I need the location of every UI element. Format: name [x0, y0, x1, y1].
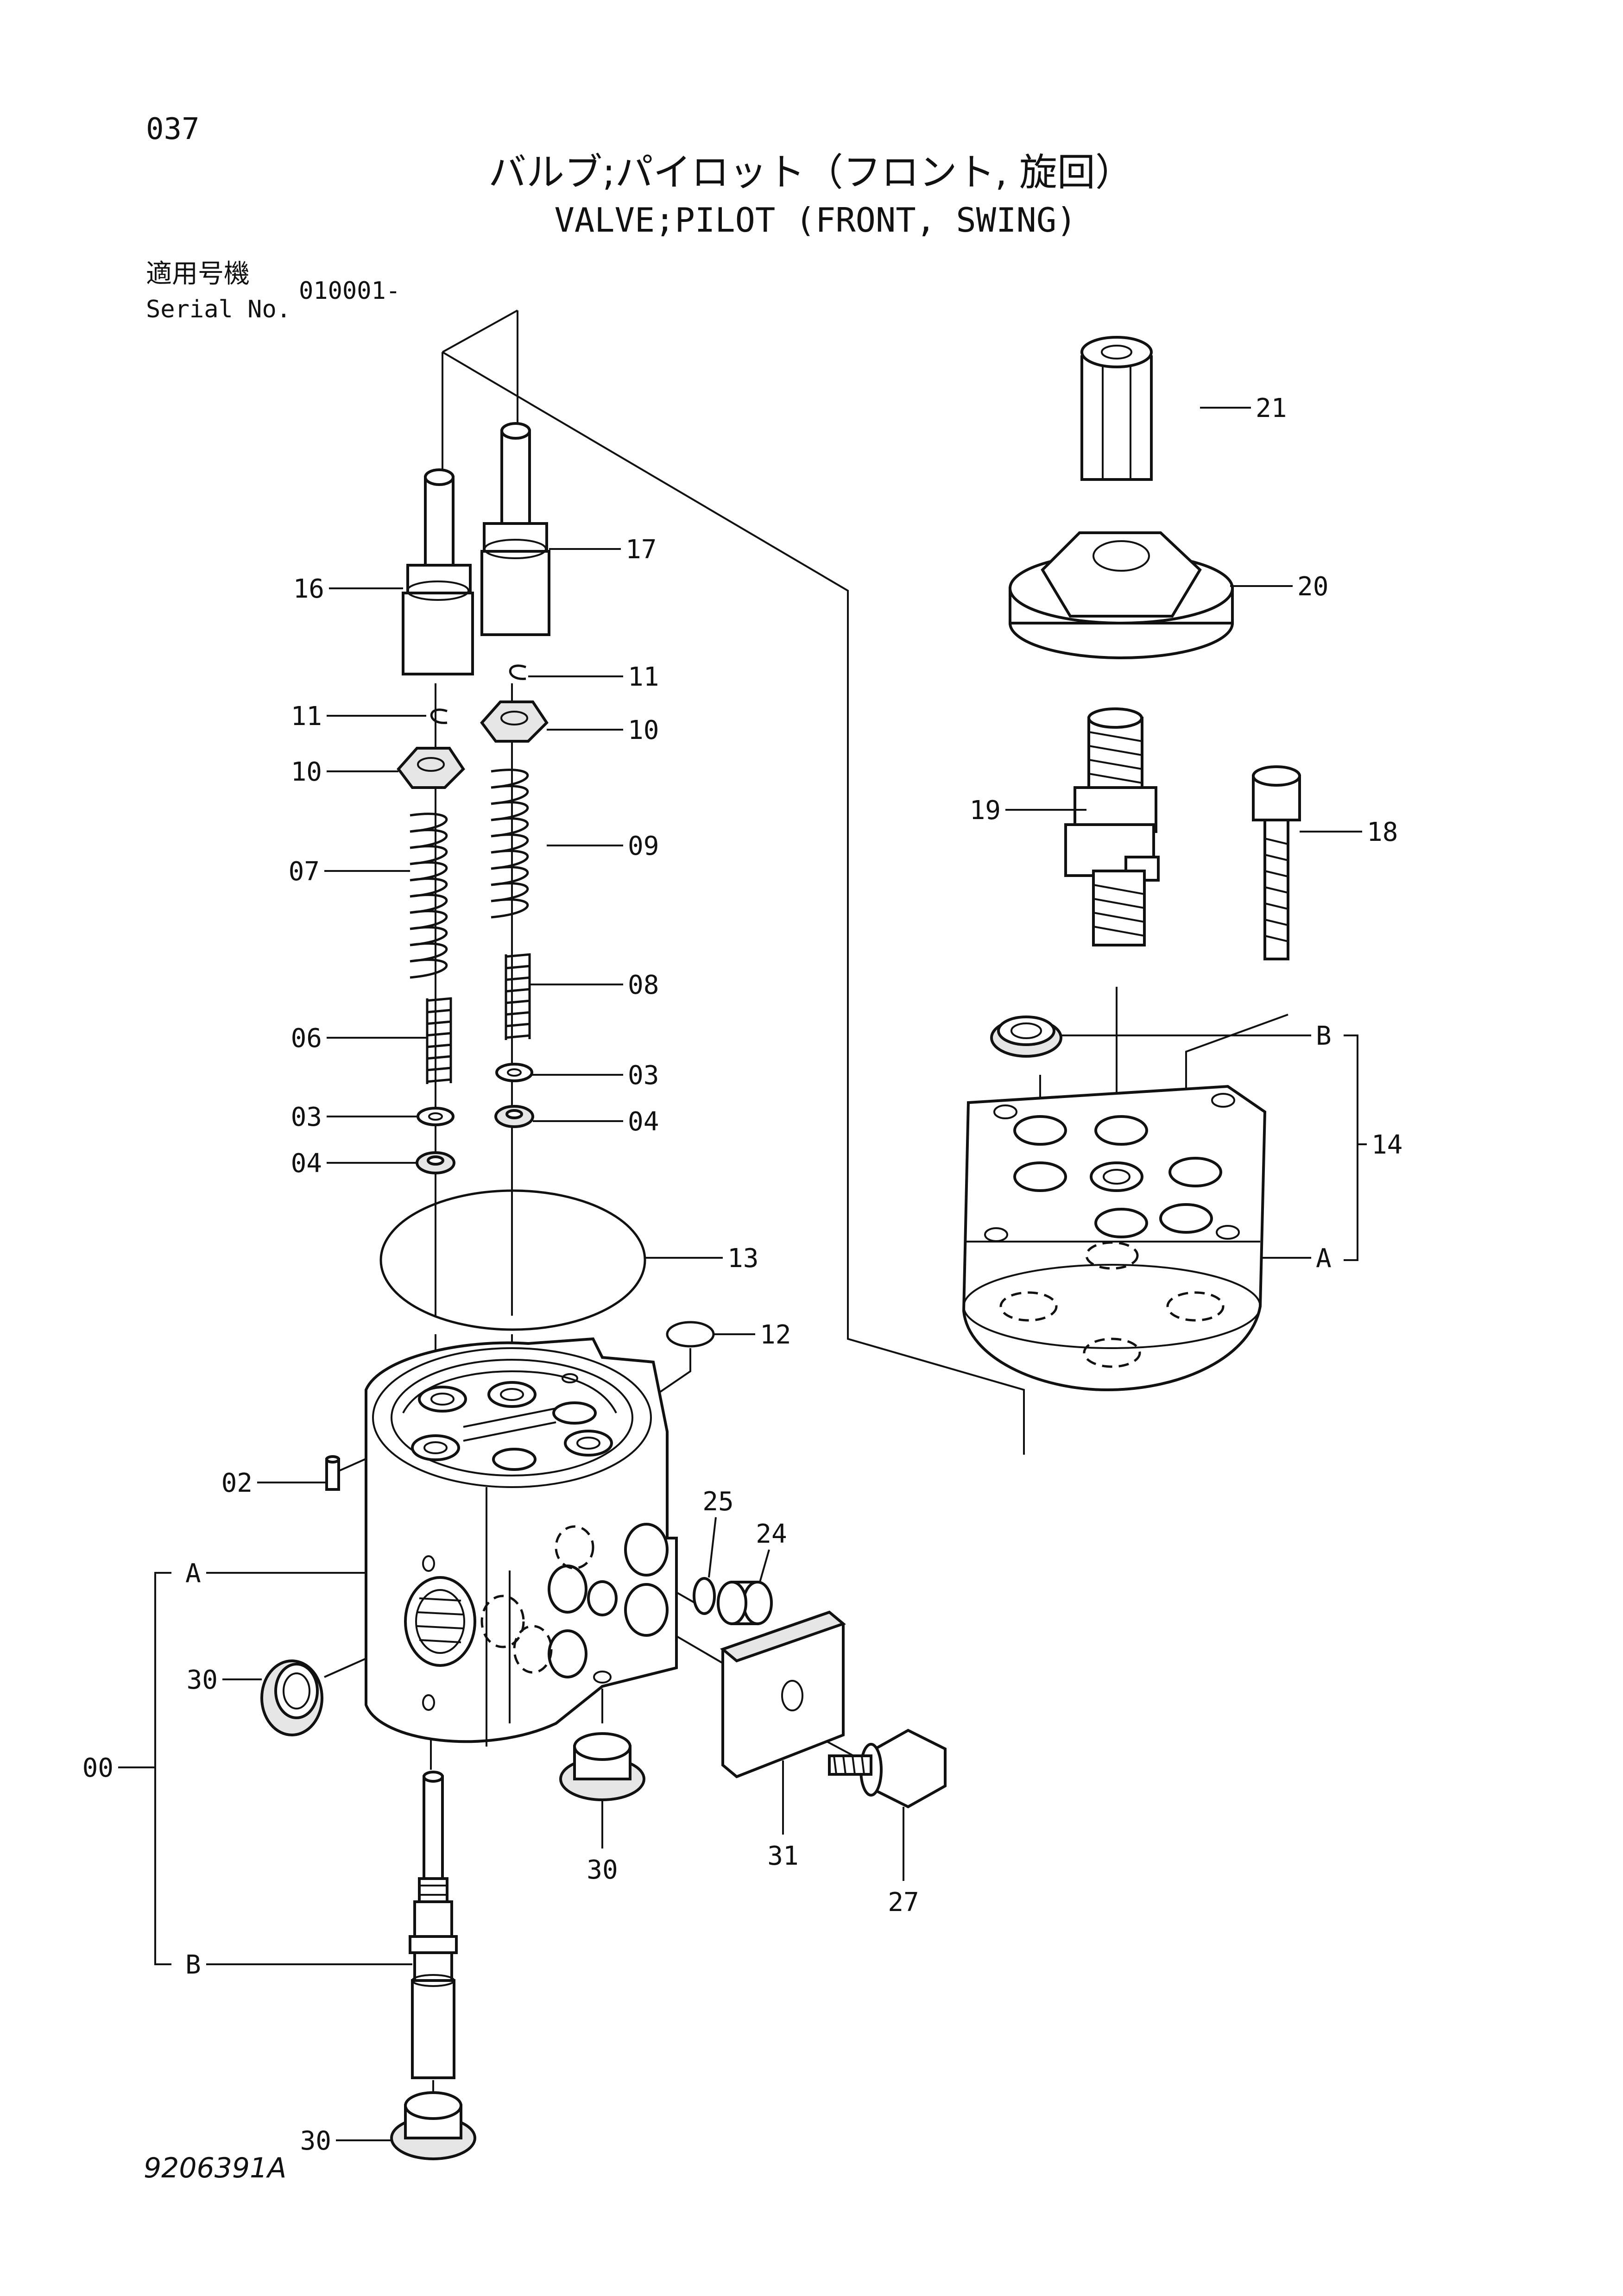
bracket-00: [154, 1572, 171, 1965]
part-spool-b: [409, 1771, 458, 2079]
title-japanese: バルブ;パイロット（フロント, 旋回）: [488, 151, 1133, 195]
callout-31: 31: [767, 1841, 798, 1871]
part-20-flange-nut: [1009, 531, 1234, 659]
part-07-spring: [410, 813, 448, 979]
page-number: 037: [146, 112, 200, 146]
part-18-cap-screw: [1252, 765, 1301, 960]
part-30-plug-bottom: [390, 2091, 476, 2160]
part-30-plug-left: [260, 1659, 323, 1736]
callout-07: 07: [289, 857, 320, 887]
callout-a-left: A: [185, 1558, 201, 1589]
callout-03-left: 03: [291, 1102, 322, 1132]
part-02-pin: [325, 1455, 340, 1491]
part-27-flange-bolt: [828, 1728, 947, 1809]
part-03-washer-right: [495, 1063, 533, 1082]
part-08-inner-spring: [505, 953, 531, 1040]
part-11-snap-ring-left: [430, 708, 448, 724]
callout-06: 06: [291, 1023, 322, 1053]
part-31-cover-plate: [720, 1610, 846, 1779]
callout-02: 02: [221, 1468, 253, 1498]
callout-24: 24: [756, 1519, 787, 1549]
callout-11-left: 11: [291, 701, 322, 732]
callout-10-right: 10: [628, 715, 659, 745]
callout-04-right: 04: [628, 1107, 659, 1137]
part-17-plunger: [480, 422, 550, 636]
serial-value: 010001-: [299, 277, 400, 305]
serial-label-japanese: 適用号機: [146, 259, 250, 289]
callout-labels: 21 20 19 18 17 16 11 11 10 10 07 09 08 0…: [82, 393, 1403, 2156]
part-30-plug-middle: [559, 1732, 645, 1801]
callout-11-right: 11: [628, 662, 659, 692]
part-06-inner-spring: [426, 997, 452, 1084]
part-03-washer-left: [417, 1107, 455, 1126]
callout-leaders: [118, 407, 1362, 2141]
part-24-plug: [717, 1581, 773, 1625]
callout-19: 19: [970, 795, 1001, 826]
callout-a-right: A: [1316, 1243, 1332, 1274]
callout-27: 27: [888, 1887, 919, 1918]
callout-09: 09: [628, 831, 659, 861]
drawing-number: 9206391A: [144, 2152, 286, 2184]
callout-12: 12: [760, 1320, 791, 1350]
callout-00: 00: [82, 1753, 114, 1783]
part-10-spring-seat-left: [397, 747, 465, 789]
part-21-hex-coupling: [1080, 336, 1153, 481]
part-00-valve-body: [365, 1337, 678, 1747]
callout-b-left: B: [185, 1950, 201, 1980]
callout-16: 16: [293, 574, 324, 604]
part-11-snap-ring-right: [509, 664, 526, 680]
callout-30-middle: 30: [587, 1855, 618, 1885]
part-04-shim-left: [416, 1151, 455, 1174]
part-19-universal-joint: [1064, 707, 1160, 946]
part-09-spring: [491, 769, 529, 919]
callout-03-right: 03: [628, 1060, 659, 1091]
part-10-spring-seat-right: [480, 700, 549, 743]
part-16-plunger: [402, 468, 474, 675]
callout-14: 14: [1371, 1130, 1402, 1160]
part-13-o-ring: [379, 1189, 646, 1331]
callout-30-bottom: 30: [300, 2126, 331, 2156]
callout-21: 21: [1256, 393, 1287, 423]
callout-17: 17: [625, 535, 657, 565]
callout-30-left: 30: [187, 1665, 218, 1695]
bracket-14: [1344, 1034, 1358, 1261]
callout-10-left: 10: [291, 757, 322, 787]
part-14-cover-block: [962, 1085, 1267, 1392]
callout-08: 08: [628, 970, 659, 1000]
callout-18: 18: [1367, 817, 1398, 847]
serial-label-english: Serial No.: [146, 296, 291, 323]
title-english: VALVE;PILOT (FRONT, SWING): [554, 201, 1076, 240]
callout-13: 13: [727, 1243, 758, 1274]
part-04-shim-right: [494, 1105, 534, 1128]
callout-04-left: 04: [291, 1148, 322, 1179]
part-12-o-ring: [666, 1321, 715, 1348]
part-seal-b-right: [990, 1016, 1062, 1058]
callout-20: 20: [1297, 572, 1328, 602]
callout-b-right: B: [1316, 1021, 1332, 1051]
callout-25: 25: [702, 1487, 733, 1517]
part-25-plug: [693, 1577, 716, 1615]
